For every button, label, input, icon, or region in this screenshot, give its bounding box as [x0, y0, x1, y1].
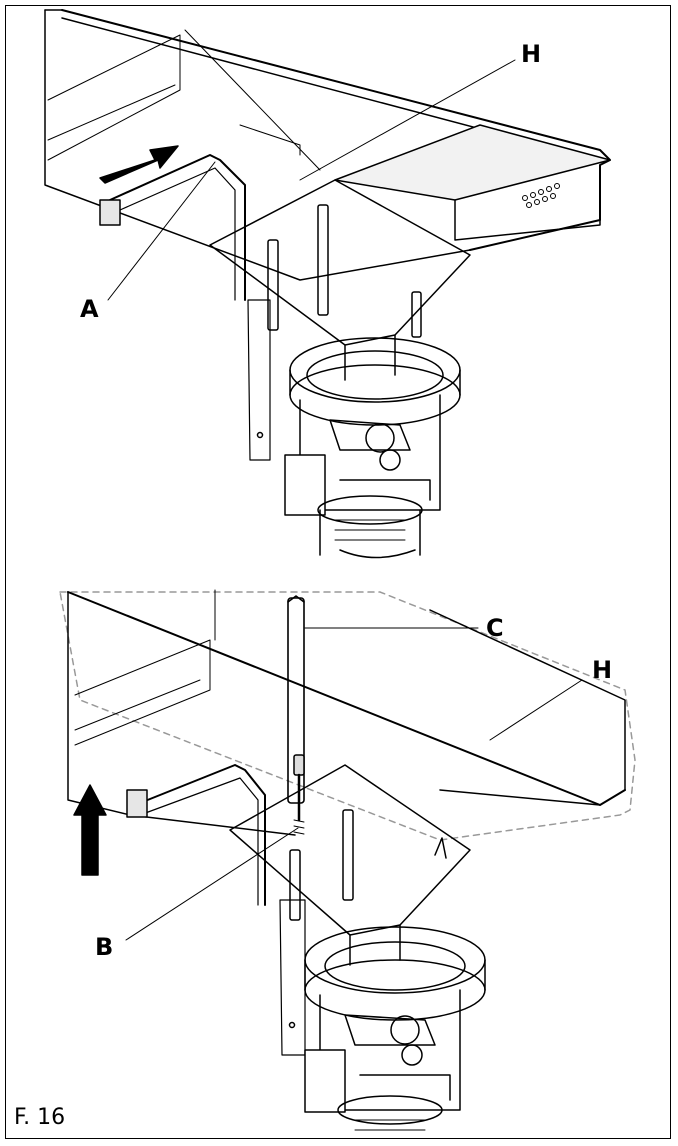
bottom-hopper-assembly: [59, 589, 636, 1131]
callout-top-A: A: [80, 295, 99, 323]
lid-control-buttons: [522, 183, 560, 208]
leader-bottom-H: [489, 679, 583, 741]
figure-frame: [5, 5, 671, 1139]
callout-bottom-H: H: [592, 656, 613, 684]
callout-top-H: H: [521, 40, 542, 68]
leader-top-H: [299, 59, 516, 181]
leader-top-A: [107, 161, 216, 301]
top-hopper-assembly: [44, 9, 611, 559]
callout-bottom-B: B: [95, 933, 114, 961]
callout-bottom-C: C: [486, 614, 504, 642]
leader-bottom-B: [125, 827, 299, 941]
figure-number: F. 16: [14, 1105, 66, 1130]
callout-leaders: [107, 59, 583, 941]
